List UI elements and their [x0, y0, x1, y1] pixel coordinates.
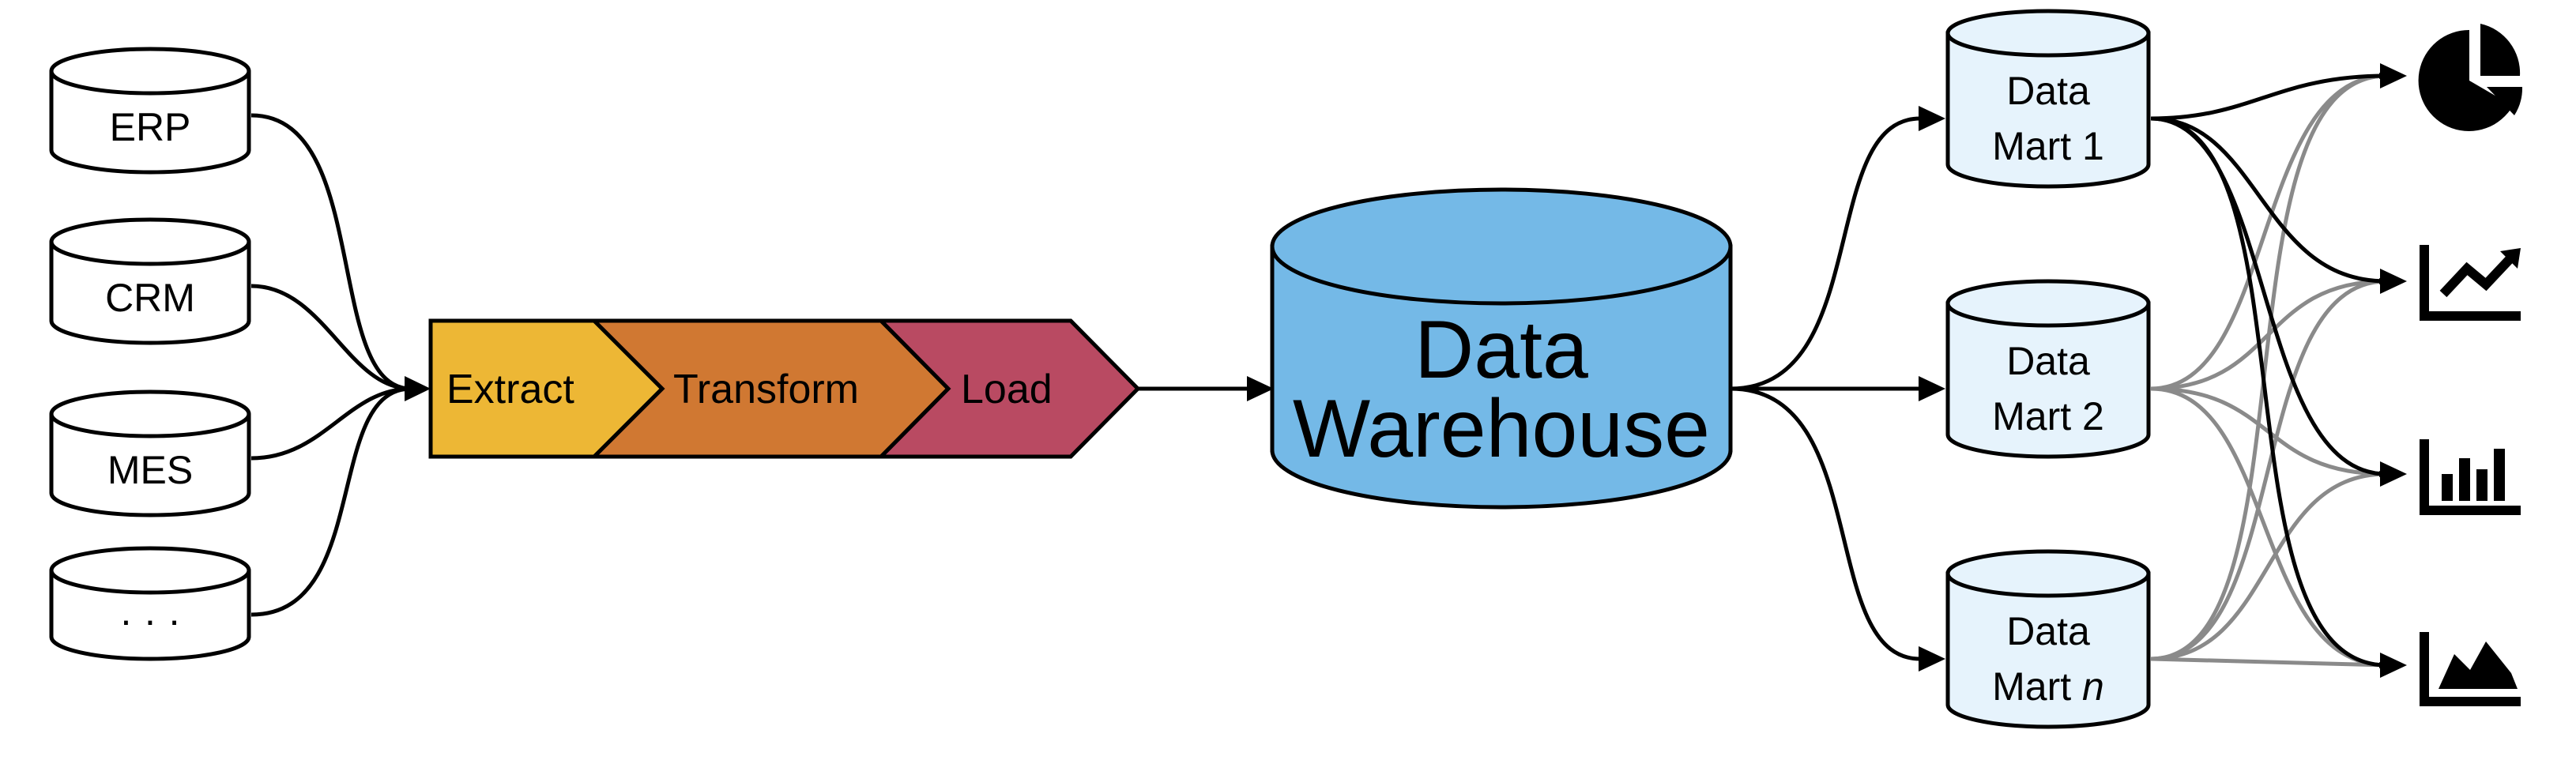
edge-mart-n-to-output-2 — [2150, 279, 2387, 661]
mart-label-line-2: Mart n — [1992, 664, 2104, 709]
etl-process: Extract Transform Load — [428, 318, 1141, 459]
source-label: · · · — [119, 598, 181, 642]
arrowhead-output-3 — [2380, 461, 2407, 487]
line-chart-icon — [2420, 245, 2521, 321]
data-mart-1: Data Mart 1 — [1945, 9, 2151, 189]
warehouse-label-line-1: Data — [1414, 304, 1588, 396]
arrowhead-output-4 — [2380, 653, 2407, 678]
arrowhead-output-2 — [2380, 269, 2407, 294]
edge-mart-1-to-output-4 — [2150, 116, 2387, 668]
bar-chart-icon — [2420, 439, 2521, 515]
edge-mart-n-to-output-1 — [2150, 73, 2387, 661]
edge-mart-n-to-output-4 — [2150, 657, 2387, 668]
data-mart-2: Data Mart 2 — [1945, 279, 2151, 459]
edge-other-to-etl — [250, 386, 412, 617]
edge-mart-2-to-output-3 — [2150, 386, 2387, 476]
source-label: CRM — [105, 276, 195, 320]
arrowhead-mart-2 — [1919, 376, 1945, 401]
mart-label-line-1: Data — [2006, 609, 2090, 653]
etl-transform-label: Transform — [673, 367, 859, 412]
arrowhead-etl — [405, 376, 431, 401]
edge-mart-1-to-output-2 — [2150, 116, 2387, 284]
data-warehouse: Data Warehouse — [1270, 187, 1733, 510]
arrowhead-output-1 — [2380, 63, 2407, 88]
source-erp: ERP — [49, 47, 251, 175]
source-label: ERP — [110, 105, 191, 149]
edge-erp-to-etl — [250, 113, 412, 391]
etl-extract-label: Extract — [446, 367, 574, 412]
mart-label-line-2: Mart 2 — [1992, 394, 2104, 438]
source-mes: MES — [49, 389, 251, 517]
etl-load-block — [876, 318, 1141, 459]
mart-label-line-1: Data — [2006, 69, 2090, 113]
edge-mart-2-to-output-1 — [2150, 73, 2387, 391]
edge-warehouse-to-mart-1 — [1730, 116, 1921, 391]
edge-mart-2-to-output-4 — [2150, 386, 2387, 668]
mart-label-line-2: Mart 1 — [1992, 124, 2104, 168]
source-other: · · · — [49, 546, 251, 661]
source-crm: CRM — [49, 217, 251, 345]
etl-load-label: Load — [961, 367, 1053, 412]
arrowhead-mart-1 — [1919, 106, 1945, 131]
mart-label-line-1: Data — [2006, 339, 2090, 383]
pie-chart-icon — [2418, 24, 2523, 131]
arrowhead-mart-n — [1919, 646, 1945, 672]
arrowhead-warehouse — [1247, 376, 1274, 401]
edge-mart-1-to-output-1 — [2150, 73, 2387, 121]
edge-mes-to-etl — [250, 386, 412, 461]
edge-crm-to-etl — [250, 284, 412, 391]
area-chart-icon — [2420, 632, 2521, 706]
edge-mart-n-to-output-3 — [2150, 472, 2387, 661]
source-label: MES — [107, 448, 193, 492]
data-mart-n: Data Mart n — [1945, 549, 2151, 729]
warehouse-label-line-2: Warehouse — [1293, 383, 1710, 475]
edge-warehouse-to-mart-n — [1730, 386, 1921, 661]
